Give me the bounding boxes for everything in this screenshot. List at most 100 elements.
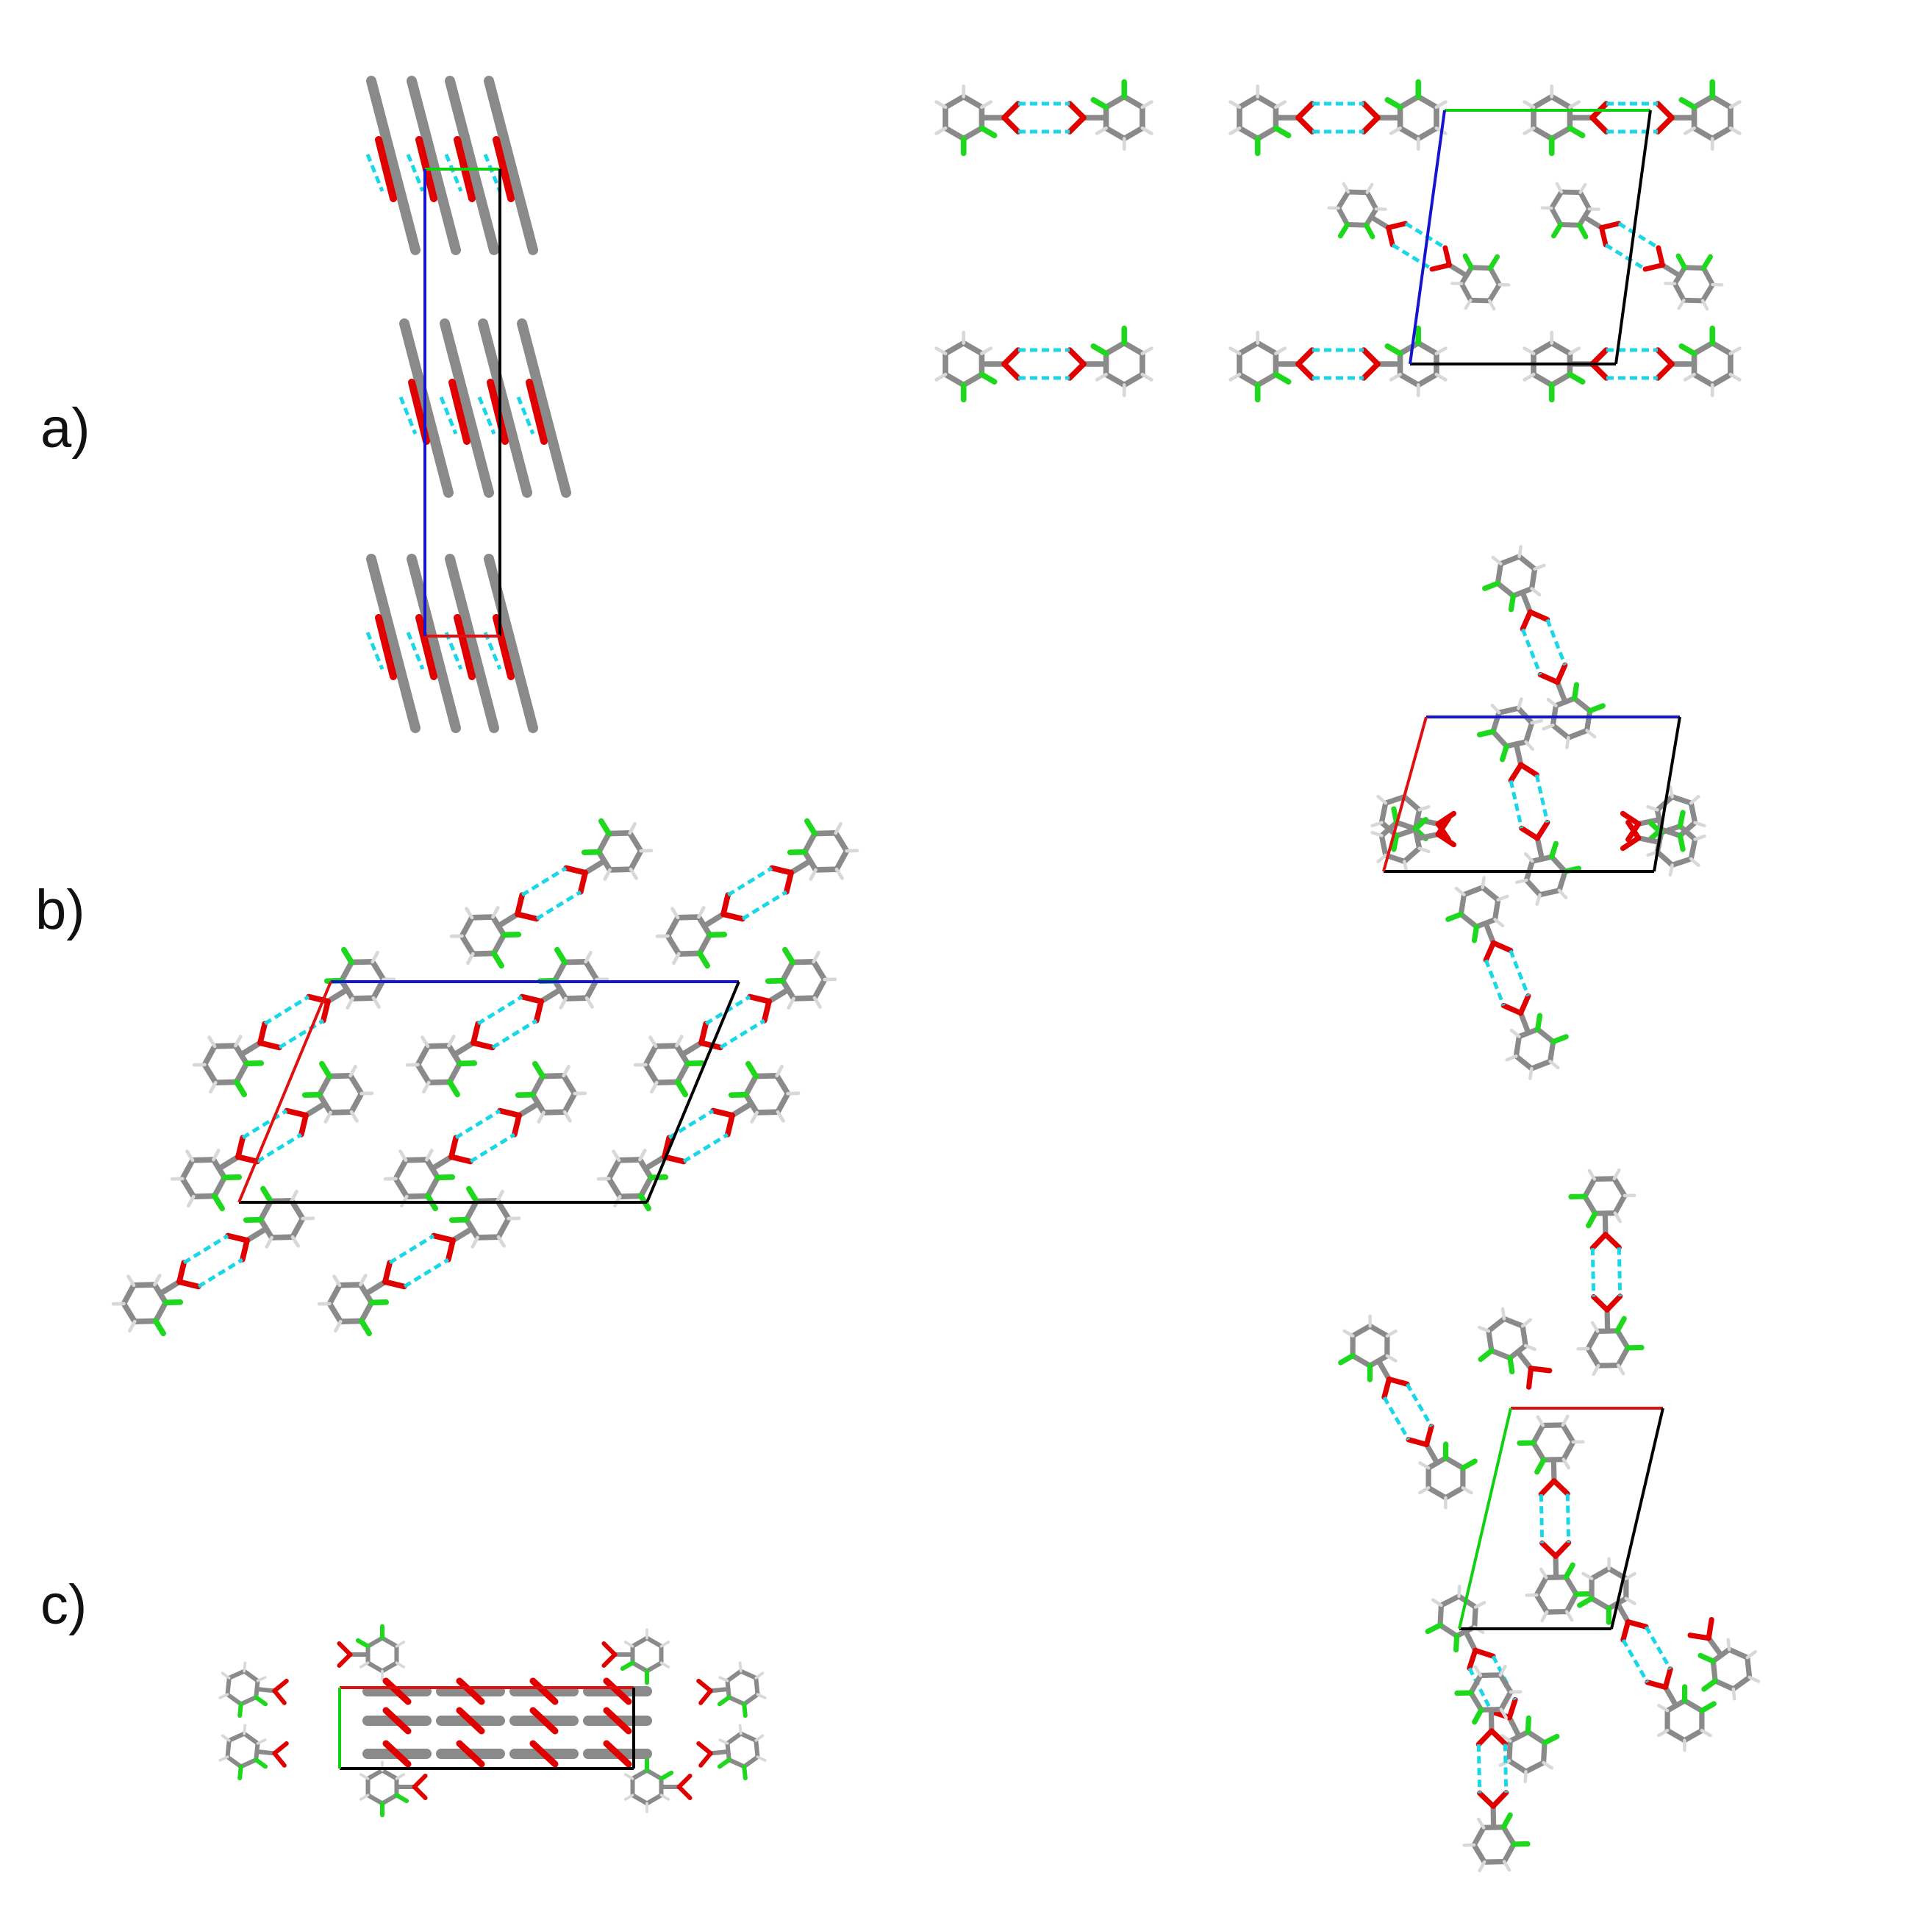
c-cl-bond: [1587, 703, 1606, 714]
c-h-bond: [1493, 918, 1505, 928]
ring-bond: [1677, 819, 1698, 839]
ring-bond: [1468, 1672, 1484, 1696]
hydrogen-bond: [668, 1109, 715, 1140]
ring-bond: [365, 1635, 384, 1649]
c-o-bond: [1706, 1616, 1714, 1641]
c-h-bond: [1624, 1596, 1636, 1605]
molecule: [1489, 1696, 1560, 1783]
ring-bond: [268, 1234, 296, 1241]
c-o-bond: [1603, 1232, 1622, 1251]
c-h-bond: [1500, 1733, 1512, 1743]
c-h-bond: [738, 1724, 743, 1735]
c-o-bond: [762, 998, 772, 1024]
ring-bond: [630, 1635, 649, 1649]
ring-bond: [1237, 340, 1261, 357]
c-o-bond: [1525, 1366, 1534, 1390]
molecule: [218, 1724, 289, 1781]
c-h-bond: [395, 1641, 406, 1648]
carboxyl-bond: [708, 1686, 731, 1694]
ring-bond: [1121, 93, 1145, 110]
ring-bond: [1103, 340, 1128, 357]
c-h-bond: [612, 1149, 621, 1163]
c-h-bond: [1140, 372, 1153, 382]
ring-bond: [1592, 1176, 1617, 1182]
ring-bond: [1523, 877, 1543, 898]
c-h-bond: [623, 1794, 634, 1801]
c-cl-bond: [1273, 371, 1292, 385]
c-h-bond: [775, 1064, 784, 1078]
acid-dimer: [1523, 325, 1742, 403]
c-h-bond: [562, 1110, 572, 1123]
c-h-bond: [1612, 1168, 1621, 1181]
c-cl-bond: [1535, 1013, 1543, 1032]
molecule: [1445, 876, 1514, 963]
c-h-bond: [334, 1319, 343, 1333]
ring-bond: [1489, 1348, 1513, 1361]
c-h-bond: [1417, 804, 1431, 812]
c-h-bond: [371, 950, 379, 964]
c-h-bond: [1095, 126, 1108, 135]
c-o-bond: [1620, 810, 1642, 827]
c-h-bond: [628, 821, 637, 835]
c-o-bond: [1295, 115, 1315, 135]
ring-bond: [810, 959, 828, 982]
c-cl-bond: [742, 1702, 748, 1719]
ring-bond: [1367, 1323, 1390, 1339]
ring-bond: [347, 1073, 365, 1096]
c-h-bond: [1546, 697, 1558, 707]
ring-bond: [1378, 800, 1389, 826]
unit-cell: [1382, 715, 1681, 873]
c-h-bond: [1434, 372, 1448, 382]
c-h-bond: [1464, 299, 1473, 310]
carboxyl-bond: [788, 858, 813, 876]
ring-bond: [225, 1675, 232, 1697]
c-h-bond: [754, 1671, 765, 1680]
ring-bond: [1487, 265, 1502, 288]
ring-bond: [606, 1176, 623, 1199]
acid-dimer: [192, 946, 396, 1098]
c-h-bond: [1140, 100, 1153, 110]
c-o-bond: [698, 1751, 713, 1768]
ring-bond: [1534, 1574, 1549, 1598]
acid-dimer: [596, 1060, 801, 1212]
ring-bond: [725, 1731, 743, 1746]
ring-bond: [1486, 1316, 1507, 1334]
c-h-bond: [1728, 372, 1742, 382]
hydrogen-bond: [406, 154, 425, 192]
c-o-bond: [497, 1107, 522, 1118]
c-h-bond: [834, 867, 844, 880]
c-h-bond: [584, 996, 594, 1009]
c-o-bond: [1528, 1366, 1553, 1374]
ring-bond: [726, 1695, 747, 1707]
ring-bond: [754, 1738, 760, 1760]
ring-bond: [1531, 371, 1555, 388]
ring-bond: [348, 959, 376, 966]
c-h-bond: [1578, 182, 1587, 194]
c-h-bond: [371, 996, 381, 1009]
ring-bond: [1394, 819, 1418, 832]
c-cl-bond: [1534, 1457, 1547, 1475]
c-h-bond: [672, 952, 681, 966]
c-h-bond: [718, 1738, 729, 1745]
hydrogen-bond: [491, 1018, 538, 1049]
ring-bond: [1345, 189, 1370, 196]
ring-bond: [1486, 282, 1502, 304]
molecule: [1514, 819, 1582, 906]
carboxyl-edge: [454, 614, 476, 680]
c-o-bond: [1001, 347, 1021, 367]
c-h-bond: [650, 1080, 659, 1094]
c-cl-bond: [1550, 222, 1564, 239]
edge-on-carboxyl: [456, 1677, 485, 1705]
ring-bond: [1350, 1353, 1373, 1368]
molecule: [1525, 1540, 1593, 1623]
c-h-bond: [212, 1149, 221, 1162]
hydrogen-bond: [1565, 1493, 1571, 1543]
hydrogen-bond: [241, 1109, 288, 1140]
cell-edge: [1610, 1407, 1664, 1630]
carboxyl-bond: [701, 911, 726, 929]
c-h-bond: [1509, 1028, 1521, 1038]
c-h-bond: [1505, 1054, 1518, 1062]
ring-bond: [1525, 1729, 1548, 1746]
molecule: [218, 1661, 289, 1719]
